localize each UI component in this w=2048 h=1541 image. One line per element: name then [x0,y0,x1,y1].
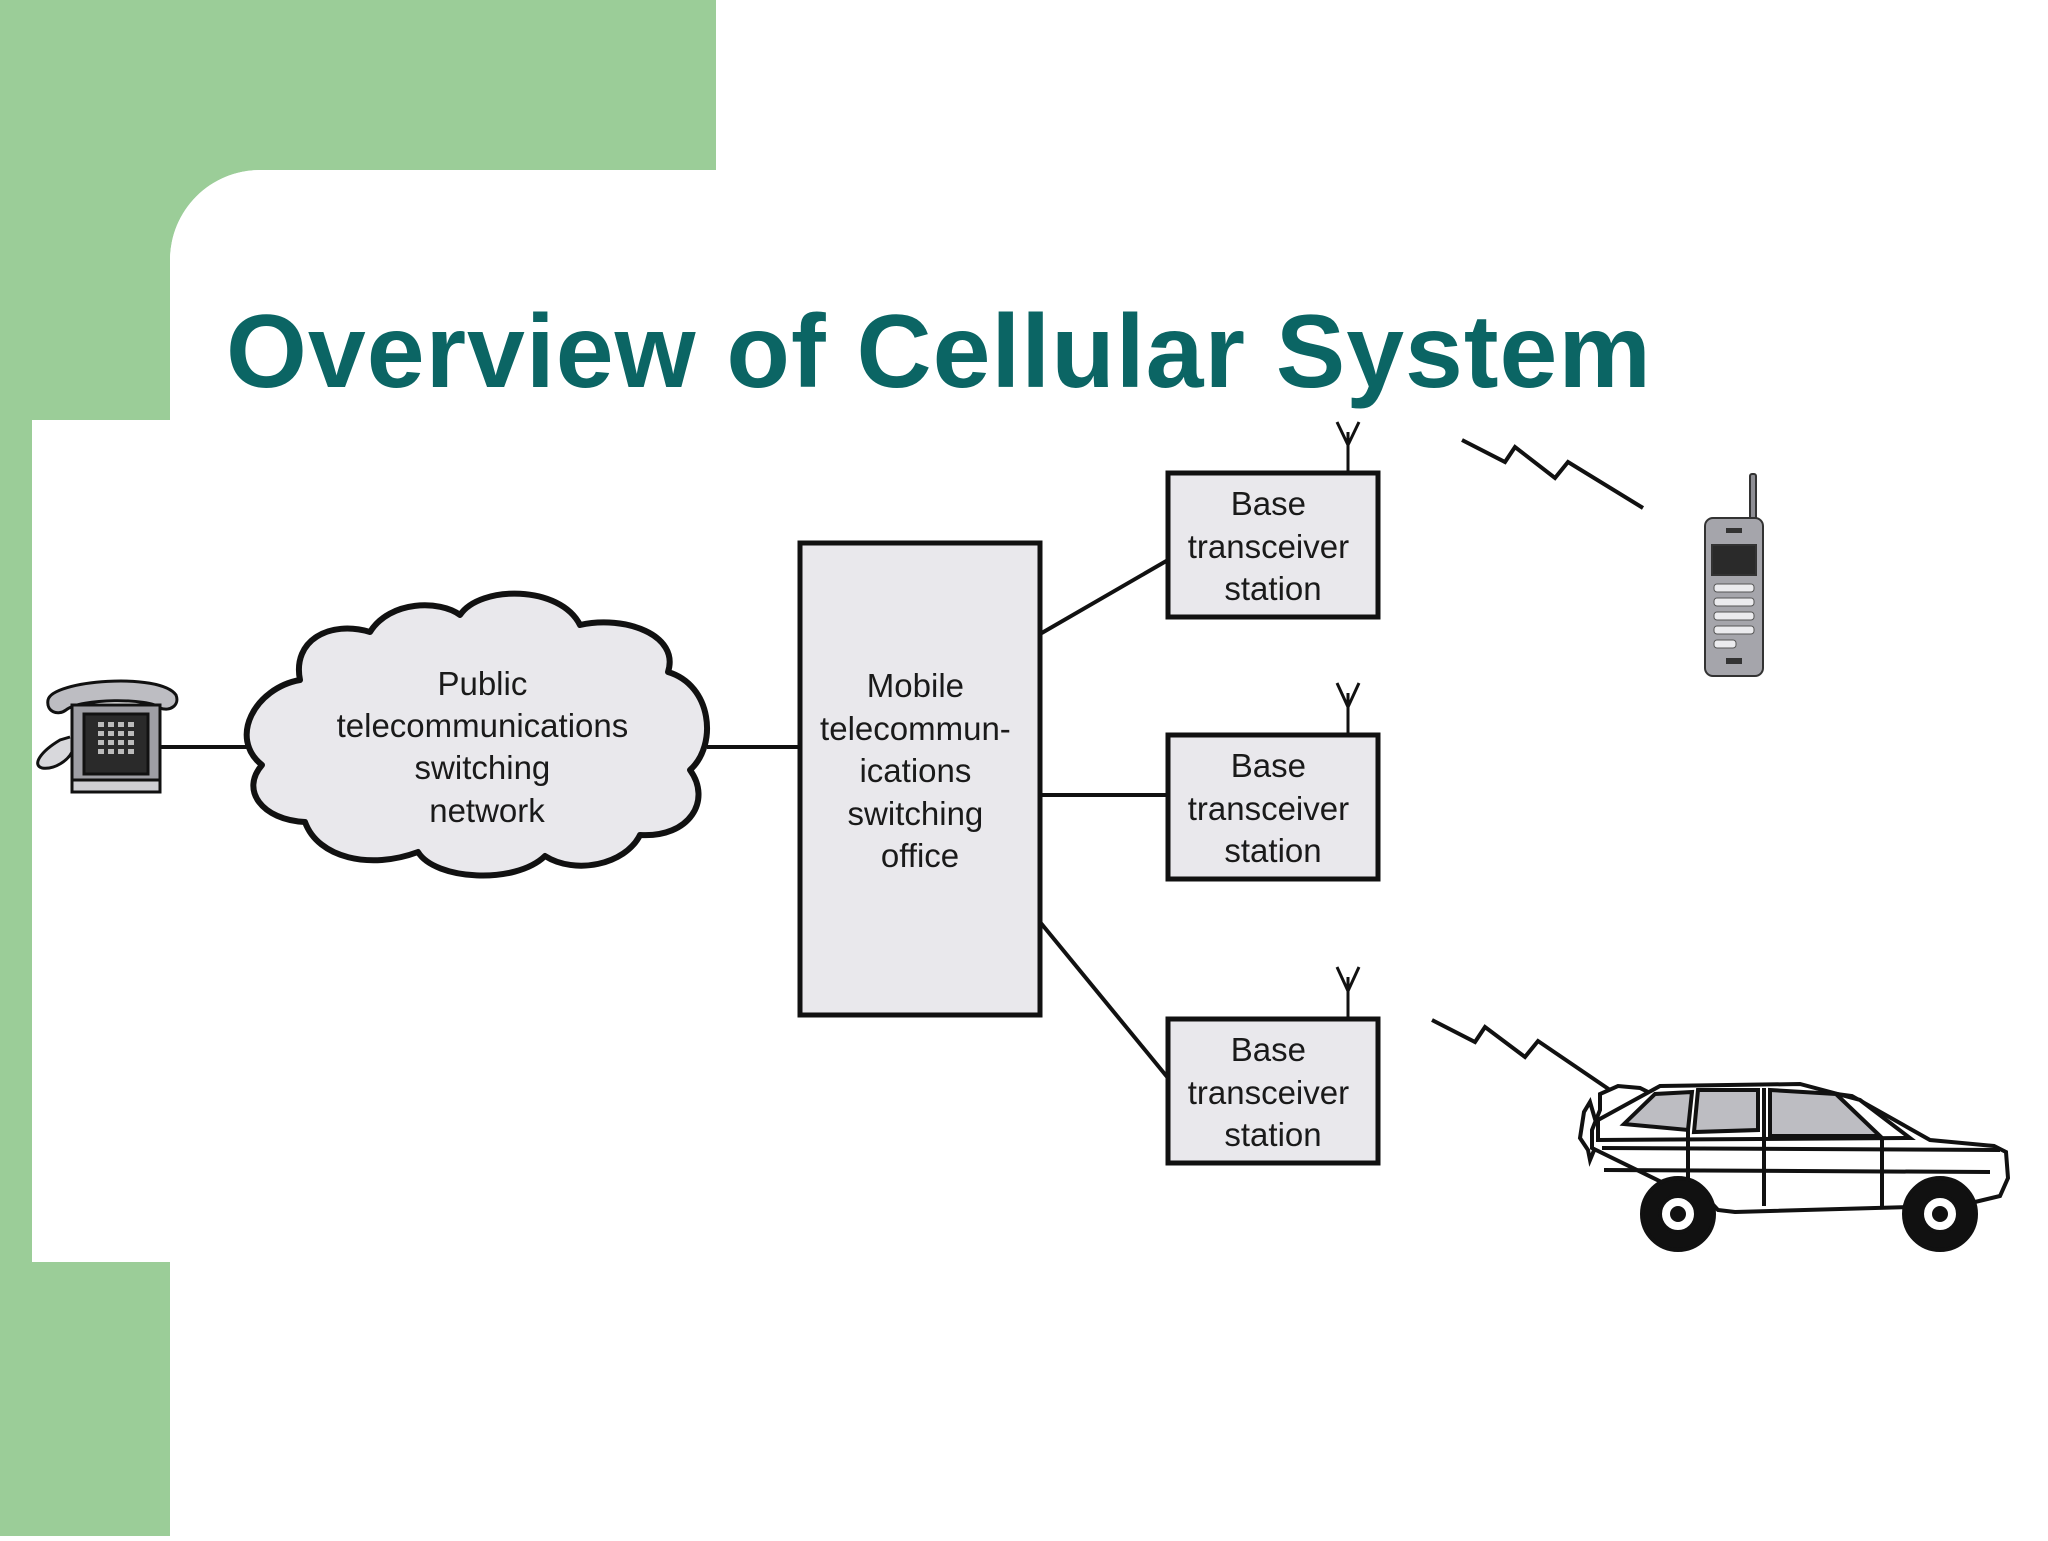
bts-middle-label-line-2: transceiver [1188,790,1349,827]
bts-top-label-line-3: station [1224,570,1321,607]
bts-top-node: Base transceiver station [1165,421,1381,620]
lightning-signal-icon [1461,438,1645,510]
link-mtso-bts-top [1038,558,1170,636]
svg-text:Base transceiver: Base transceiver station [1188,485,1359,607]
antenna-icon [1335,966,1361,1019]
antenna-icon [1335,682,1361,735]
car-icon [1577,1081,2011,1252]
bts-middle-label-line-3: station [1224,832,1321,869]
mobile-phone-icon [1704,473,1764,677]
bts-middle-box [1165,732,1381,882]
pstn-label-line-3: switching [415,749,551,786]
mtso-label-line-2: telecommun- [820,710,1011,747]
bts-bottom-node: Base transceiver station [1165,966,1381,1166]
mtso-box [797,540,1043,1018]
cloud-shape [243,590,710,879]
mtso-label-line-1: Mobile [867,667,964,704]
mtso-label-line-4: switching [848,795,984,832]
svg-text:Mobile telecommun-: Mobile telecommun- ications switching of… [820,667,1020,874]
bts-top-label-line-1: Base [1231,485,1306,522]
bts-bottom-box [1165,1016,1381,1166]
antenna-icon [1335,421,1361,473]
mtso-label-line-3: ications [859,752,971,789]
bts-bottom-label-line-3: station [1224,1116,1321,1153]
pstn-label-line-2: telecommunications [337,707,629,744]
bts-middle-label-line-1: Base [1231,747,1306,784]
pstn-label-line-4: network [429,792,545,829]
link-mtso-bts-bottom [1038,920,1170,1080]
pstn-label-line-1: Public [437,665,527,702]
mtso-node: Mobile telecommun- ications switching of… [797,540,1043,1018]
bts-bottom-label-line-2: transceiver [1188,1074,1349,1111]
bts-top-label-line-2: transceiver [1188,528,1349,565]
svg-text:Public telecommunicati: Public telecommunications switching netw… [337,665,638,829]
telephone-icon [36,679,179,794]
svg-text:Base transceiver: Base transceiver station [1188,1031,1359,1153]
pstn-cloud-node: Public telecommunications switching netw… [243,590,710,879]
bts-middle-node: Base transceiver station [1165,682,1381,882]
connection-lines [155,558,1170,1080]
mtso-label-line-5: office [881,837,959,874]
slide-title: Overview of Cellular System [226,294,1652,410]
lightning-signal-icon [1431,1018,1612,1092]
bts-top-box [1165,470,1381,620]
bts-bottom-label-line-1: Base [1231,1031,1306,1068]
svg-text:Base transceiver: Base transceiver station [1188,747,1359,869]
